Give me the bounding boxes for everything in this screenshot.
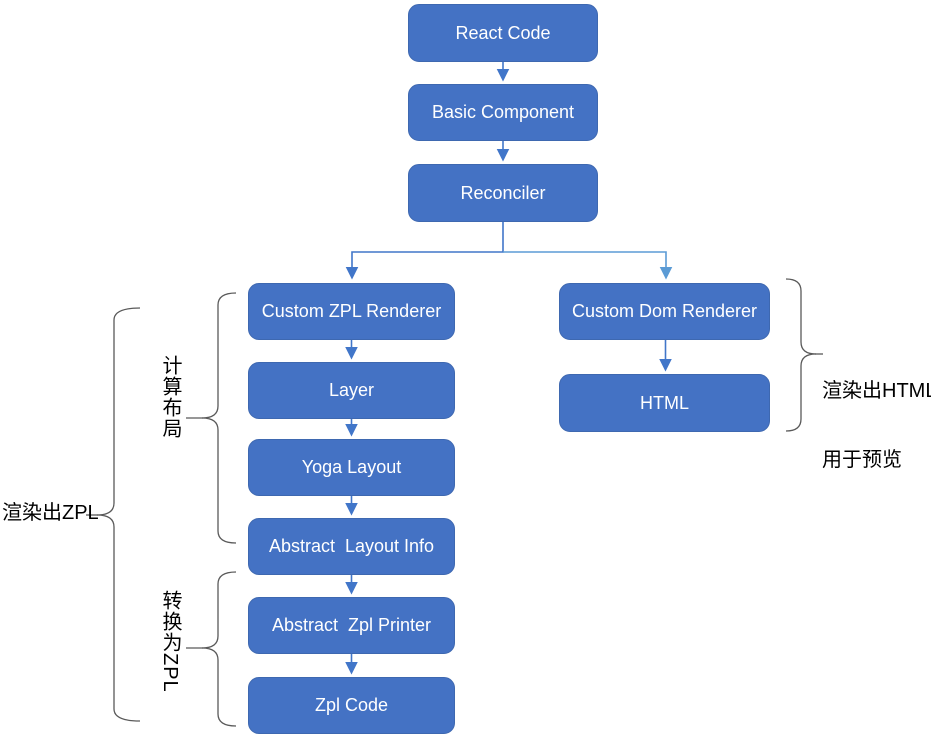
label-render-zpl: 渲染出ZPL: [2, 502, 99, 524]
node-custom-dom-renderer: Custom Dom Renderer: [559, 283, 770, 340]
node-zpl-code: Zpl Code: [248, 677, 455, 734]
brace-render-zpl: [96, 307, 141, 722]
node-layer: Layer: [248, 362, 455, 419]
arrow-reconciler-to-custom-zpl-renderer: [345, 222, 504, 280]
arrow-reconciler-to-custom-dom-renderer: [503, 251, 673, 280]
node-reconciler: Reconciler: [408, 164, 598, 222]
node-abstract-layout-info: Abstract Layout Info: [248, 518, 455, 575]
node-html: HTML: [559, 374, 770, 432]
label-render-html-line1: 渲染出HTML: [822, 380, 931, 402]
brace-convert-zpl: [201, 571, 237, 727]
node-yoga-layout: Yoga Layout: [248, 439, 455, 496]
node-abstract-zpl-printer: Abstract Zpl Printer: [248, 597, 455, 654]
node-react-code: React Code: [408, 4, 598, 62]
brace-render-html: [785, 278, 817, 432]
brace-calc-layout: [201, 292, 237, 544]
label-render-html: 渲染出HTML 用于预览: [822, 334, 931, 518]
label-convert-zpl: 转换为ZPL: [159, 590, 181, 693]
node-basic-component: Basic Component: [408, 84, 598, 141]
node-custom-zpl-renderer: Custom ZPL Renderer: [248, 283, 455, 340]
label-calc-layout: 计算布局: [159, 355, 181, 439]
label-render-html-line2: 用于预览: [822, 449, 902, 471]
